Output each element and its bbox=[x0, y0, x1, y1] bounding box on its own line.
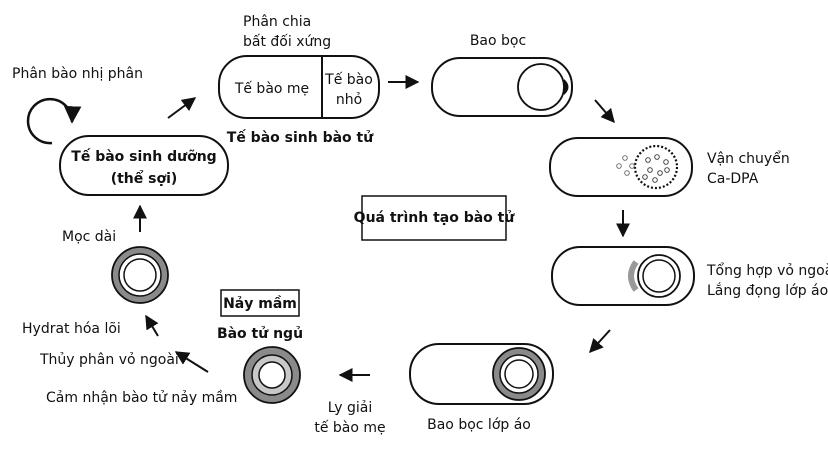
dormant-spore-label: Bào tử ngủ bbox=[217, 326, 303, 342]
ca-dpa-cell bbox=[549, 137, 693, 197]
binary-fission-loop-arrow bbox=[26, 97, 82, 145]
sensing-label: Cảm nhận bào tử nảy mầm bbox=[46, 390, 237, 406]
arrow-to-coat-engulfment bbox=[589, 329, 611, 354]
germinating-spore bbox=[111, 246, 169, 304]
arrow-to-outgrowth-spore bbox=[145, 314, 159, 337]
arrow-to-asymmetric-division bbox=[167, 97, 197, 119]
coat-synthesis-cell bbox=[551, 246, 695, 306]
binary-fission-label: Phân bào nhị phân bbox=[12, 66, 143, 82]
coat-engulfment-label: Bao bọc lớp áo bbox=[427, 417, 531, 433]
ca-dpa-label: Vận chuyển bbox=[707, 150, 790, 167]
small-cell-sublabel: nhỏ bbox=[336, 92, 362, 108]
coat-synthesis-sublabel: Lắng đọng lớp áo bbox=[707, 282, 828, 299]
arrow-to-germination-steps bbox=[174, 351, 209, 373]
lysis-sublabel: tế bào mẹ bbox=[314, 419, 385, 436]
engulfment-cell bbox=[431, 57, 573, 117]
sporangium-label: Tế bào sinh bào tử bbox=[227, 129, 374, 146]
coat-synthesis-label: Tổng hợp vỏ ngoài: bbox=[706, 262, 828, 279]
sporangium-cell bbox=[218, 55, 380, 119]
asymmetric-division-sublabel: bất đối xứng bbox=[243, 33, 331, 50]
center-title-box bbox=[361, 195, 507, 241]
dormant-spore bbox=[243, 346, 301, 404]
germination-label: Nảy mầm bbox=[223, 295, 297, 312]
vegetative-cell-sublabel: (thể sợi) bbox=[111, 170, 178, 187]
mother-cell-label: Tế bào mẹ bbox=[234, 80, 309, 97]
center-title: Quá trình tạo bào tử bbox=[354, 210, 516, 226]
vegetative-cell-label: Tế bào sinh dưỡng bbox=[71, 148, 216, 165]
asymmetric-division-label: Phân chia bbox=[243, 14, 311, 30]
coat-engulfment-cell bbox=[409, 343, 554, 405]
germination-box bbox=[220, 289, 300, 317]
arrow-to-ca-dpa bbox=[594, 99, 615, 124]
core-hydration-label: Hydrat hóa lõi bbox=[22, 321, 121, 337]
cortex-hydrolysis-label: Thủy phân vỏ ngoài bbox=[39, 352, 179, 368]
vegetative-cell bbox=[59, 135, 229, 196]
ca-dpa-sublabel: Ca-DPA bbox=[707, 171, 759, 187]
small-cell-label: Tế bào bbox=[324, 71, 373, 88]
lysis-label: Ly giải bbox=[328, 400, 373, 416]
engulfment-label: Bao bọc bbox=[470, 33, 526, 49]
outgrowth-label: Mọc dài bbox=[62, 229, 116, 245]
